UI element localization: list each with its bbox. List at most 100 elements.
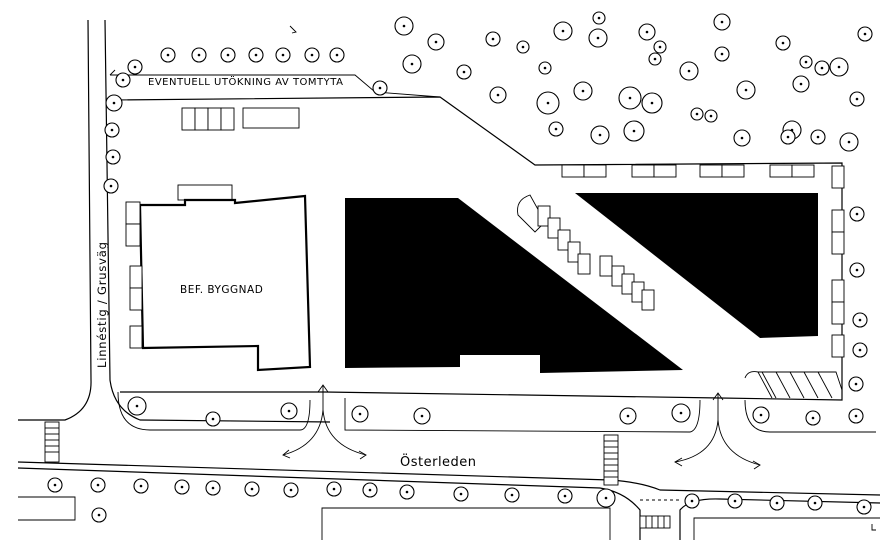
tree-center <box>854 382 858 386</box>
tree-center <box>863 32 867 36</box>
tree-center <box>180 485 184 489</box>
tree-center <box>862 505 866 509</box>
tree-center <box>626 414 630 418</box>
tree-center <box>226 53 230 57</box>
tree-center <box>135 404 139 408</box>
plot-south-east <box>693 517 880 540</box>
extension-label: EVENTUELL UTÖKNING AV TOMTYTA <box>148 75 343 88</box>
tree-center <box>543 66 547 70</box>
tree-center <box>289 488 293 492</box>
tree-center <box>628 96 632 100</box>
tree-center <box>110 128 114 132</box>
tree-center <box>744 88 748 92</box>
tree-center <box>111 155 115 159</box>
tree-center <box>254 53 258 57</box>
tree-center <box>720 52 724 56</box>
tree-center <box>109 184 113 188</box>
tree-center <box>250 487 254 491</box>
sidewalk-west <box>18 496 76 521</box>
tree-center <box>462 70 466 74</box>
tree-center <box>287 409 291 413</box>
tree-center <box>358 412 362 416</box>
tree-center <box>604 496 608 500</box>
extension-area-outline <box>110 74 441 98</box>
extension-area-top <box>109 69 116 76</box>
tree-center <box>596 36 600 40</box>
tree-center <box>820 66 824 70</box>
tree-center <box>546 101 550 105</box>
tree-center <box>510 493 514 497</box>
east-parking <box>831 165 845 358</box>
tree-center <box>420 414 424 418</box>
tree-center <box>720 20 724 24</box>
tree-center <box>775 501 779 505</box>
north-mark <box>289 25 297 34</box>
tree-center <box>121 78 125 82</box>
side-road-edge-west <box>18 19 92 421</box>
tree-center <box>695 112 699 116</box>
tree-center <box>335 53 339 57</box>
extension-parking <box>181 107 300 131</box>
tree-center <box>112 101 116 105</box>
new-building-west <box>345 198 683 373</box>
tree-center <box>598 133 602 137</box>
tree-center <box>709 114 713 118</box>
tree-strip-east <box>744 399 876 433</box>
tree-center <box>645 30 649 34</box>
tree-center <box>211 417 215 421</box>
tree-center <box>563 494 567 498</box>
tree-center <box>799 82 803 86</box>
tree-center <box>211 486 215 490</box>
existing-building <box>138 194 312 372</box>
tree-center <box>816 135 820 139</box>
tree-center <box>521 45 525 49</box>
tree-center <box>491 37 495 41</box>
crosswalk-center <box>603 434 619 486</box>
angled-parking <box>744 371 843 399</box>
building-annex <box>177 184 233 201</box>
tree-center <box>804 60 808 64</box>
tree-center <box>561 29 565 33</box>
entrance-arrows-west <box>282 384 367 460</box>
tree-strip-west <box>117 391 311 431</box>
tree-center <box>759 413 763 417</box>
main-road-label: Österleden <box>400 453 477 470</box>
tree-center <box>97 513 101 517</box>
tree-center <box>434 40 438 44</box>
tree-center <box>139 484 143 488</box>
tree-center <box>554 127 558 131</box>
new-building-east <box>575 193 818 338</box>
corner-mark <box>871 524 876 531</box>
tree-center <box>96 483 100 487</box>
tree-center <box>687 69 691 73</box>
tree-center <box>402 24 406 28</box>
tree-center <box>653 57 657 61</box>
tree-center <box>166 53 170 57</box>
main-road-edge-south <box>17 467 641 540</box>
tree-center <box>847 140 851 144</box>
north-parking <box>561 164 815 178</box>
tree-center <box>496 93 500 97</box>
plot-south-west <box>321 507 611 540</box>
tree-center <box>405 490 409 494</box>
tree-center <box>781 41 785 45</box>
tree-center <box>410 62 414 66</box>
tree-center <box>733 499 737 503</box>
tree-center <box>855 268 859 272</box>
tree-center <box>690 499 694 503</box>
tree-center <box>811 416 815 420</box>
existing-building-label: BEF. BYGGNAD <box>180 284 263 296</box>
tree-center <box>658 45 662 49</box>
tree-center <box>197 53 201 57</box>
tree-center <box>858 348 862 352</box>
tree-center <box>786 135 790 139</box>
entrance-arrows-east <box>674 392 761 470</box>
crosswalk-west <box>44 421 60 463</box>
tree-center <box>310 53 314 57</box>
side-road-label: Linnéstig / Grusväg <box>95 241 109 368</box>
tree-center <box>740 136 744 140</box>
tree-center <box>855 212 859 216</box>
tree-strip-middle <box>344 398 701 433</box>
tree-center <box>133 65 137 69</box>
